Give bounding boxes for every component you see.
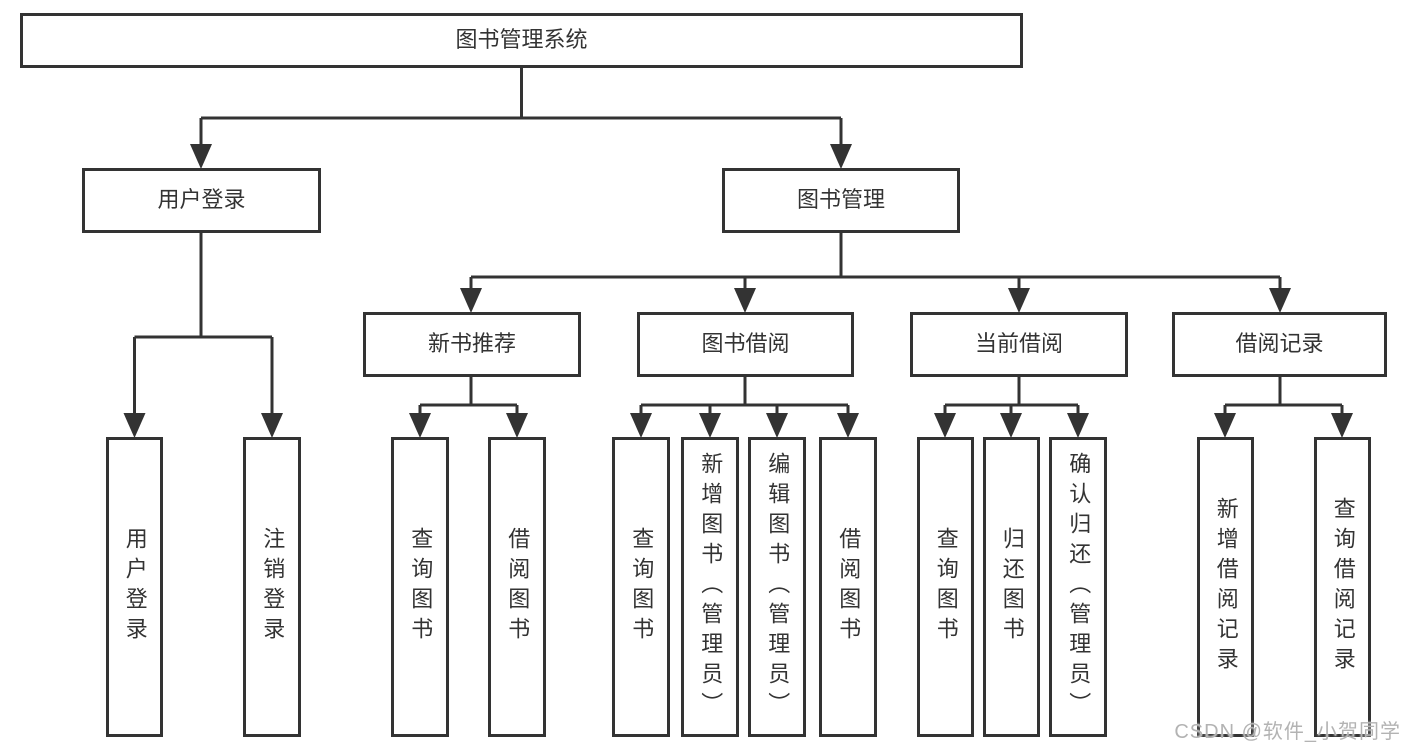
node-records-add-record: 新增借阅记录 bbox=[1197, 437, 1254, 737]
node-current-confirm-return-admin: 确认归还（管理员） bbox=[1049, 437, 1107, 737]
node-borrow-records: 借阅记录 bbox=[1172, 312, 1387, 377]
node-root: 图书管理系统 bbox=[20, 13, 1023, 68]
node-current-return-books: 归还图书 bbox=[983, 437, 1040, 737]
node-borrow-add-books-admin: 新增图书（管理员） bbox=[681, 437, 739, 737]
node-current-query-books: 查询图书 bbox=[917, 437, 974, 737]
node-borrow-edit-books-admin: 编辑图书（管理员） bbox=[748, 437, 806, 737]
node-logout-leaf: 注销登录 bbox=[243, 437, 301, 737]
node-book-management: 图书管理 bbox=[722, 168, 960, 233]
node-borrow-borrow-books: 借阅图书 bbox=[819, 437, 877, 737]
node-borrow-query-books: 查询图书 bbox=[612, 437, 670, 737]
node-current-borrow: 当前借阅 bbox=[910, 312, 1128, 377]
node-user-login: 用户登录 bbox=[82, 168, 321, 233]
node-recommend-borrow-books: 借阅图书 bbox=[488, 437, 546, 737]
node-recommend-query-books: 查询图书 bbox=[391, 437, 449, 737]
node-new-book-recommend: 新书推荐 bbox=[363, 312, 581, 377]
node-records-query-record: 查询借阅记录 bbox=[1314, 437, 1371, 737]
node-book-borrow: 图书借阅 bbox=[637, 312, 854, 377]
watermark: CSDN @软件_小贺同学 bbox=[1174, 721, 1401, 743]
node-user-login-leaf: 用户登录 bbox=[106, 437, 163, 737]
